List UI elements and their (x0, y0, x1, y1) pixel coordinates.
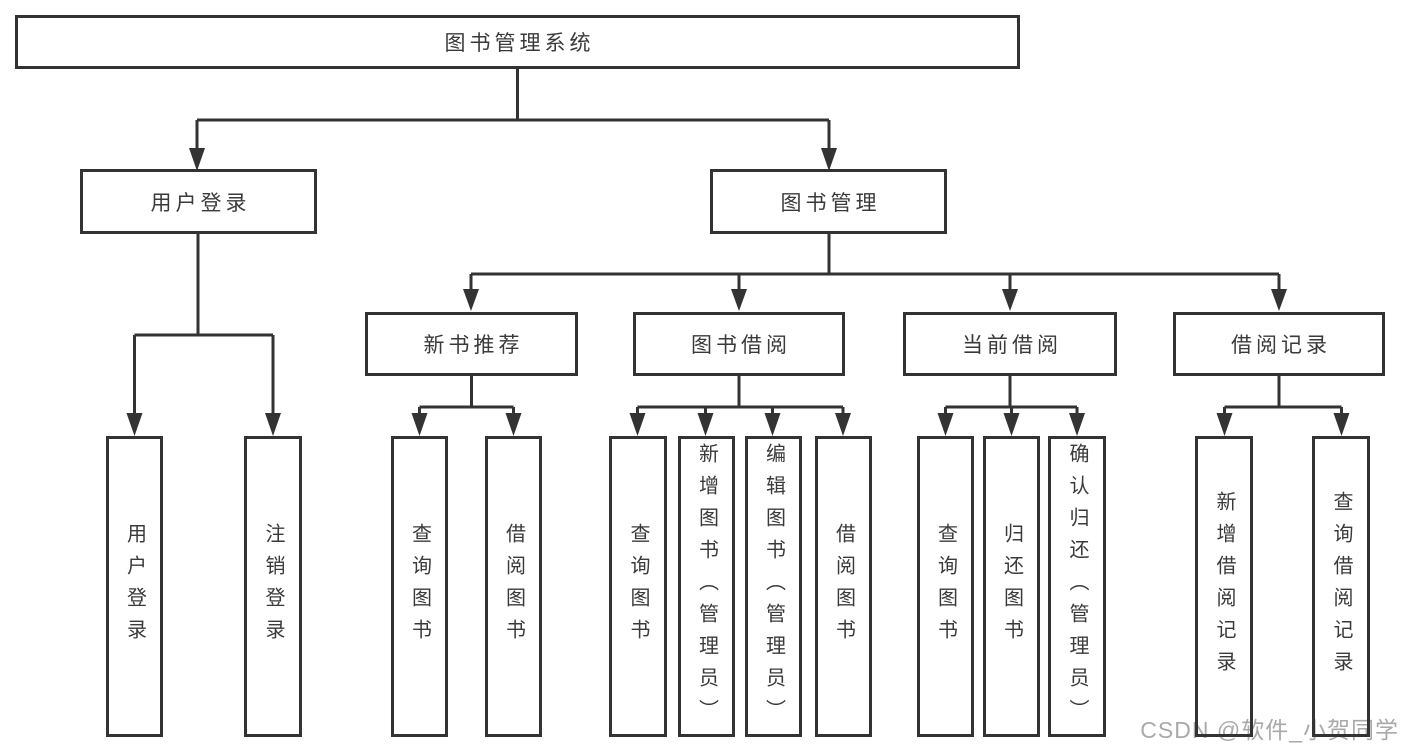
node-borrowing-edit-books-admin: 编辑图书（管理员） (745, 436, 802, 737)
node-borrowing-query-books: 查询图书 (609, 436, 667, 737)
node-user-login: 用户登录 (106, 436, 163, 737)
node-current-borrowing: 当前借阅 (903, 312, 1117, 376)
node-logout: 注销登录 (244, 436, 302, 737)
node-book-management-module: 图书管理 (710, 169, 947, 234)
node-current-query-books: 查询图书 (917, 436, 974, 737)
node-borrowing-borrow-books: 借阅图书 (815, 436, 872, 737)
node-new-book-recommend: 新书推荐 (365, 312, 578, 376)
node-current-confirm-return-admin: 确认归还（管理员） (1048, 436, 1106, 737)
node-newbook-borrow-books: 借阅图书 (485, 436, 542, 737)
node-user-login-module: 用户登录 (80, 169, 317, 234)
node-newbook-query-books: 查询图书 (391, 436, 448, 737)
node-borrowing-add-books-admin: 新增图书（管理员） (678, 436, 735, 737)
csdn-watermark: CSDN @软件_小贺同学 (1140, 717, 1399, 743)
node-records-query-record: 查询借阅记录 (1312, 436, 1370, 737)
node-current-return-books: 归还图书 (983, 436, 1040, 737)
node-borrowing-records: 借阅记录 (1173, 312, 1385, 376)
node-records-add-record: 新增借阅记录 (1195, 436, 1253, 737)
node-library-management-system: 图书管理系统 (15, 15, 1020, 69)
node-book-borrowing: 图书借阅 (633, 312, 845, 376)
